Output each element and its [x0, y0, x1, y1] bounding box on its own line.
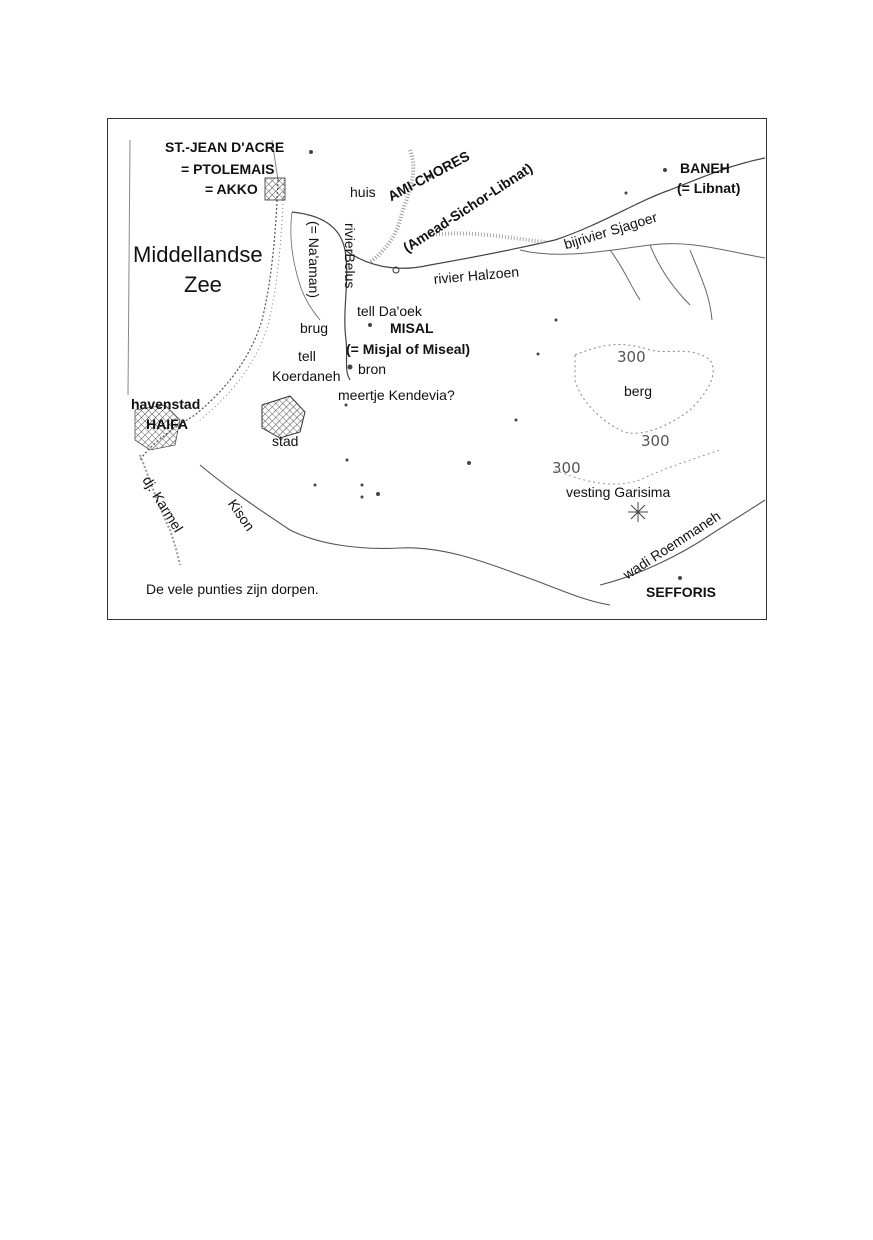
contour-300-south: [554, 449, 721, 485]
label-belus-1: rivierBelus: [342, 223, 358, 289]
haifa-city-hatch: [134, 404, 181, 451]
label-baneh-2: (= Libnat): [677, 180, 741, 196]
label-bron: bron: [358, 361, 387, 377]
belus-river-left: [290, 211, 321, 321]
label-garisima: vesting Garisima: [566, 484, 671, 500]
kison-river: [199, 464, 611, 606]
hills-north: [368, 149, 416, 264]
label-huis: huis: [350, 184, 376, 200]
label-koerdaneh-1: tell: [298, 348, 316, 364]
label-koerdaneh-2: Koerdaneh: [272, 368, 341, 384]
village-dot: [678, 576, 682, 580]
village-dot: [347, 364, 353, 370]
label-baneh-1: BANEH: [680, 160, 730, 176]
hills-east: [429, 231, 546, 244]
label-contour-south: 300: [552, 459, 581, 477]
north-coast: [127, 139, 279, 396]
village-dot: [467, 461, 471, 465]
village-dot: [624, 191, 628, 195]
label-sefforis: SEFFORIS: [646, 584, 717, 600]
legend-note: De vele punties zijn dorpen.: [146, 581, 319, 597]
village-dot: [514, 418, 518, 422]
tributary-2: [689, 249, 713, 321]
village-dot: [376, 492, 380, 496]
belus-river: [291, 211, 351, 381]
label-berg: berg: [624, 383, 653, 399]
label-sea-2: Zee: [184, 272, 222, 297]
halzoen-river: [344, 157, 766, 269]
village-dot: [344, 403, 348, 407]
halzoen-south: [519, 243, 766, 259]
label-akko-3: = AKKO: [205, 181, 258, 197]
garisima-fortress: [628, 502, 648, 522]
tributary-3: [609, 249, 641, 301]
village-dot: [536, 352, 540, 356]
label-akko-2: = PTOLEMAIS: [181, 161, 275, 177]
label-haifa-1: havenstad: [131, 396, 201, 412]
stad-city-hatch: [261, 395, 306, 439]
label-misal-1: MISAL: [390, 320, 434, 336]
carmel-ridge: [139, 454, 181, 566]
label-brug: brug: [300, 320, 329, 336]
label-akko-1: ST.-JEAN D'ACRE: [165, 139, 285, 155]
label-misal-2: (= Misjal of Miseal): [346, 341, 471, 357]
coastline-inner: [199, 179, 285, 421]
village-dot: [663, 168, 667, 172]
tributary-1: [649, 244, 691, 306]
village-dot: [554, 318, 558, 322]
roemmaneh-wadi: [599, 499, 766, 586]
akko-city-hatch: [264, 177, 286, 201]
village-dot: [360, 483, 364, 487]
label-stad: stad: [272, 433, 299, 449]
label-haifa-2: HAIFA: [146, 416, 188, 432]
label-contour-east: 300: [641, 432, 670, 450]
label-contour-berg: 300: [617, 348, 646, 366]
label-kendevia: meertje Kendevia?: [338, 387, 455, 403]
map-frame: [107, 118, 767, 620]
ami-chores-dot: [392, 266, 400, 274]
label-belus-2: (= Na'aman): [306, 221, 322, 298]
village-dot: [313, 483, 317, 487]
village-dot: [368, 323, 372, 327]
village-dot: [345, 458, 349, 462]
contour-300-berg: [574, 344, 714, 434]
village-dot: [309, 150, 313, 154]
village-dot: [360, 495, 364, 499]
village-dots: [309, 150, 682, 580]
village-dot: [428, 175, 432, 179]
label-daoek: tell Da'oek: [357, 303, 422, 319]
label-sea-1: Middellandse: [133, 242, 263, 267]
